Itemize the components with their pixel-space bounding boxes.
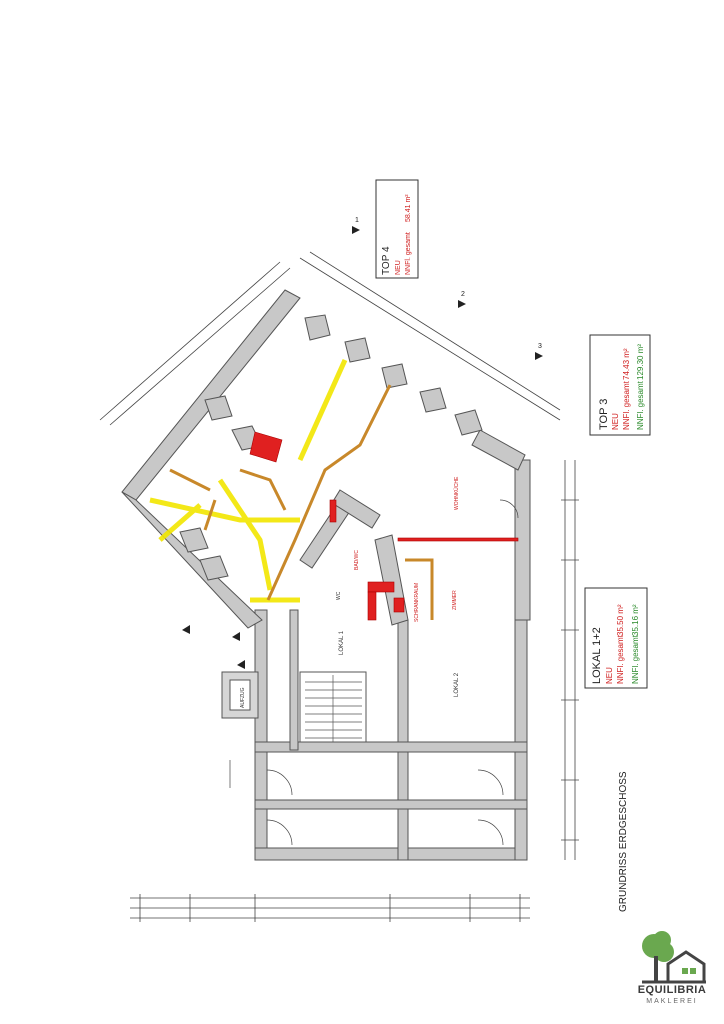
lokal-area-label: NNFl. gesamt — [616, 634, 625, 684]
top4-name: TOP 4 — [381, 246, 392, 275]
top3-box — [589, 334, 651, 436]
room-lokal2: LOKAL 2 — [454, 672, 460, 697]
dimension-ticks — [139, 499, 579, 922]
lokal-box — [584, 587, 648, 689]
top3-extra-label: NNFl. gesamt — [636, 380, 645, 430]
door-swings — [229, 499, 519, 846]
room-lokal1: LOKAL 1 — [339, 630, 345, 655]
room-bad: BAD/WC — [354, 550, 360, 570]
lokal-name: LOKAL 1+2 — [591, 627, 603, 684]
top3-area-value: 74.43 m² — [622, 348, 631, 380]
section-markers — [182, 226, 543, 669]
lokal-extra-value: 35.16 m² — [631, 604, 640, 636]
room-wc: WC — [336, 591, 342, 600]
brand-sub: MAKLEREI — [646, 998, 698, 1005]
top4-area-label: NNFl. gesamt — [405, 232, 412, 275]
top4-box — [375, 179, 419, 279]
room-aufzug: AUFZUG — [240, 687, 246, 708]
plan-title: GRUNDRISS ERDGESCHOSS — [618, 771, 629, 912]
lokal-status: NEU — [605, 667, 614, 684]
room-zimmer: ZIMMER — [452, 590, 458, 610]
demolition-lines — [149, 358, 348, 603]
new-walls — [169, 384, 434, 620]
top4-status: NEU — [395, 260, 402, 275]
new-elements — [249, 431, 519, 621]
brand-name: EQUILIBRIA — [637, 984, 707, 996]
existing-walls — [121, 289, 531, 861]
section-marker-2: 2 — [461, 291, 465, 298]
tree-house-icon — [642, 931, 706, 984]
room-schrankraum: SCHRANKRAUM — [414, 583, 420, 622]
dimension-lines — [99, 251, 576, 919]
room-wohnkueche: WOHNKÜCHE — [453, 476, 460, 510]
section-marker-3: 3 — [538, 343, 542, 350]
top3-area-label: NNFl. gesamt — [622, 380, 631, 430]
stair-treads — [305, 675, 362, 742]
top3-status: NEU — [611, 413, 620, 430]
top3-extra-value: 129.30 m² — [636, 344, 645, 380]
lokal-extra-label: NNFl. gesamt — [631, 634, 640, 684]
section-marker-1: 1 — [355, 217, 359, 224]
lokal-area-value: 35.50 m² — [616, 604, 625, 636]
brand-logo: EQUILIBRIA MAKLEREI — [632, 930, 712, 1020]
top3-name: TOP 3 — [598, 399, 610, 430]
top4-area-value: 58.41 m² — [405, 194, 412, 222]
